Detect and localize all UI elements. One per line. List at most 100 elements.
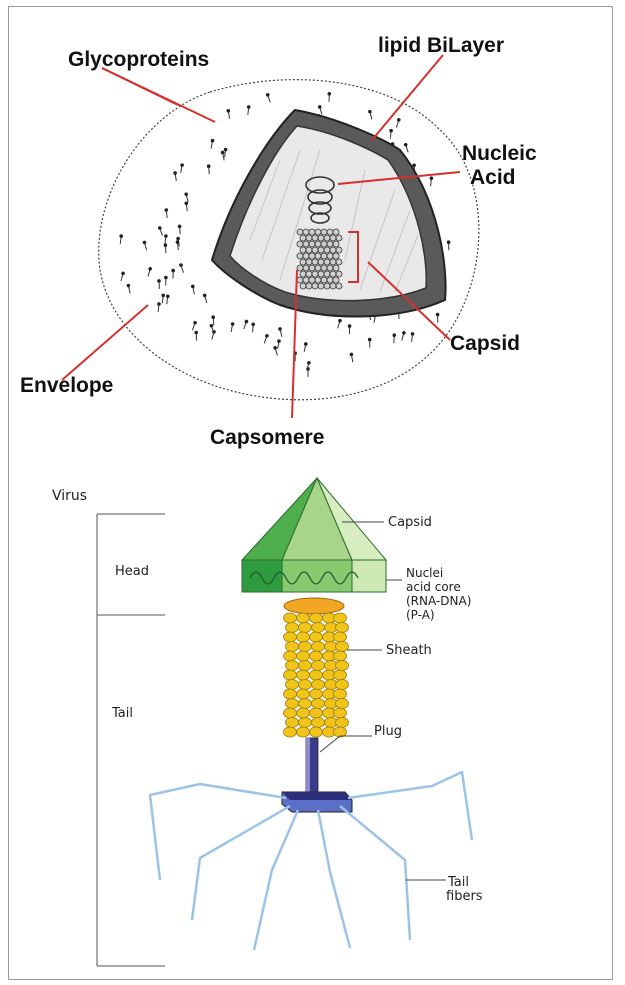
glycoprotein-spike bbox=[429, 176, 434, 186]
sheath-bead bbox=[299, 680, 312, 690]
capsomere-dot bbox=[330, 235, 336, 241]
sheath-bead bbox=[286, 661, 299, 671]
label-sheath: Sheath bbox=[386, 643, 432, 658]
sheath-bead bbox=[286, 699, 299, 709]
capsomere-dot bbox=[333, 241, 339, 247]
capsomere-dot bbox=[303, 253, 309, 259]
glycoprotein-spike bbox=[191, 320, 198, 330]
capsomere-dot bbox=[327, 277, 333, 283]
capsomere-dot bbox=[336, 259, 342, 265]
capsomere-dot bbox=[330, 247, 336, 253]
capsomere-dot bbox=[321, 253, 327, 259]
glycoprotein-spike bbox=[194, 331, 198, 341]
glycoprotein-spike bbox=[395, 118, 401, 128]
capsomere-dot bbox=[306, 247, 312, 253]
sheath-bead bbox=[334, 689, 347, 699]
sheath-bead bbox=[310, 708, 323, 718]
glycoprotein-spike bbox=[164, 208, 169, 218]
sheath-bead bbox=[297, 727, 310, 737]
capsomere-dot bbox=[321, 277, 327, 283]
label-head: Head bbox=[115, 564, 149, 579]
glycoprotein-spike bbox=[368, 338, 372, 348]
capsomere-dot bbox=[312, 283, 318, 289]
glycoprotein-spike bbox=[436, 313, 440, 323]
glycoprotein-spike bbox=[163, 243, 167, 253]
capsomere-dot bbox=[315, 277, 321, 283]
sheath-bead bbox=[286, 642, 299, 652]
capsomere-dot bbox=[336, 235, 342, 241]
glycoprotein-spike bbox=[246, 105, 251, 115]
glycoprotein-spike bbox=[327, 92, 331, 102]
label-envelope: Envelope bbox=[20, 374, 113, 397]
capsomere-dot bbox=[336, 247, 342, 253]
sheath-bead bbox=[336, 642, 349, 652]
label-lipid-bilayer: lipid BiLayer bbox=[378, 34, 504, 57]
phage-capsid-head bbox=[242, 478, 386, 592]
capsomere-dot bbox=[327, 241, 333, 247]
capsomere-dot bbox=[297, 229, 303, 235]
glycoprotein-spike bbox=[226, 109, 231, 119]
capsomere-dot bbox=[309, 265, 315, 271]
capsomere-dot bbox=[309, 277, 315, 283]
capsomere-dot bbox=[330, 271, 336, 277]
capsomere-dot bbox=[315, 229, 321, 235]
glycoprotein-spike bbox=[368, 110, 374, 120]
sheath-bead bbox=[334, 670, 347, 680]
capsomere-dot bbox=[303, 241, 309, 247]
glycoprotein-spike bbox=[302, 342, 307, 352]
capsomere-dot bbox=[324, 247, 330, 253]
sheath-bead bbox=[286, 680, 299, 690]
glycoprotein-spike bbox=[336, 318, 342, 328]
capsomere-dot bbox=[324, 259, 330, 265]
glycoprotein-spike bbox=[278, 327, 284, 337]
capsomere-dot bbox=[324, 283, 330, 289]
glycoprotein-spike bbox=[119, 271, 125, 281]
capsomere-dot bbox=[297, 241, 303, 247]
sheath-bead bbox=[312, 680, 325, 690]
sheath-bead bbox=[297, 670, 310, 680]
capsomere-dot bbox=[327, 253, 333, 259]
sheath-bead bbox=[336, 718, 349, 728]
capsomere-dot bbox=[318, 283, 324, 289]
sheath-bead bbox=[284, 727, 297, 737]
capsomere-dot bbox=[333, 265, 339, 271]
capsomere-dot bbox=[312, 235, 318, 241]
sheath-bead bbox=[334, 632, 347, 642]
capsomere-dot bbox=[309, 229, 315, 235]
label-capsid: Capsid bbox=[450, 332, 520, 355]
label-nucleic-acid-line1: Nucleic bbox=[462, 142, 537, 165]
enveloped-virus-diagram: Glycoproteins lipid BiLayer Nucleic Acid… bbox=[20, 34, 537, 449]
capsomere-dot bbox=[309, 241, 315, 247]
capsomere-dot bbox=[318, 247, 324, 253]
glycoprotein-spike bbox=[265, 93, 272, 103]
label-nucleic-line2: acid core bbox=[406, 580, 461, 594]
sheath-bead bbox=[310, 727, 323, 737]
sheath-bead bbox=[310, 689, 323, 699]
sheath-bead bbox=[284, 651, 297, 661]
sheath-bead bbox=[312, 623, 325, 633]
glycoprotein-spike bbox=[210, 330, 216, 340]
capsomere-dot bbox=[303, 265, 309, 271]
capsomere-dot bbox=[306, 283, 312, 289]
capsomere-dot bbox=[321, 265, 327, 271]
glycoprotein-spike bbox=[157, 279, 161, 289]
glycoprotein-spike bbox=[389, 129, 394, 139]
sheath-bead bbox=[336, 680, 349, 690]
glycoprotein-spike bbox=[184, 192, 190, 202]
capsomere-dot bbox=[312, 259, 318, 265]
glycoprotein-spike bbox=[118, 234, 123, 244]
capsomere-dot bbox=[321, 229, 327, 235]
plug-pointer bbox=[320, 736, 372, 752]
label-nucleic-line3: (RNA-DNA) bbox=[406, 594, 471, 608]
sheath-bead bbox=[299, 642, 312, 652]
capsomere-dot bbox=[333, 229, 339, 235]
capsomere-dot bbox=[333, 253, 339, 259]
sheath-bead bbox=[284, 689, 297, 699]
sheath-bead bbox=[299, 623, 312, 633]
glycoprotein-spike bbox=[178, 224, 182, 234]
capsomere-dot bbox=[300, 259, 306, 265]
phage-sheath bbox=[284, 613, 349, 737]
sheath-bead bbox=[312, 661, 325, 671]
virus-scale-lines bbox=[97, 514, 165, 966]
capsomere-dot bbox=[324, 271, 330, 277]
